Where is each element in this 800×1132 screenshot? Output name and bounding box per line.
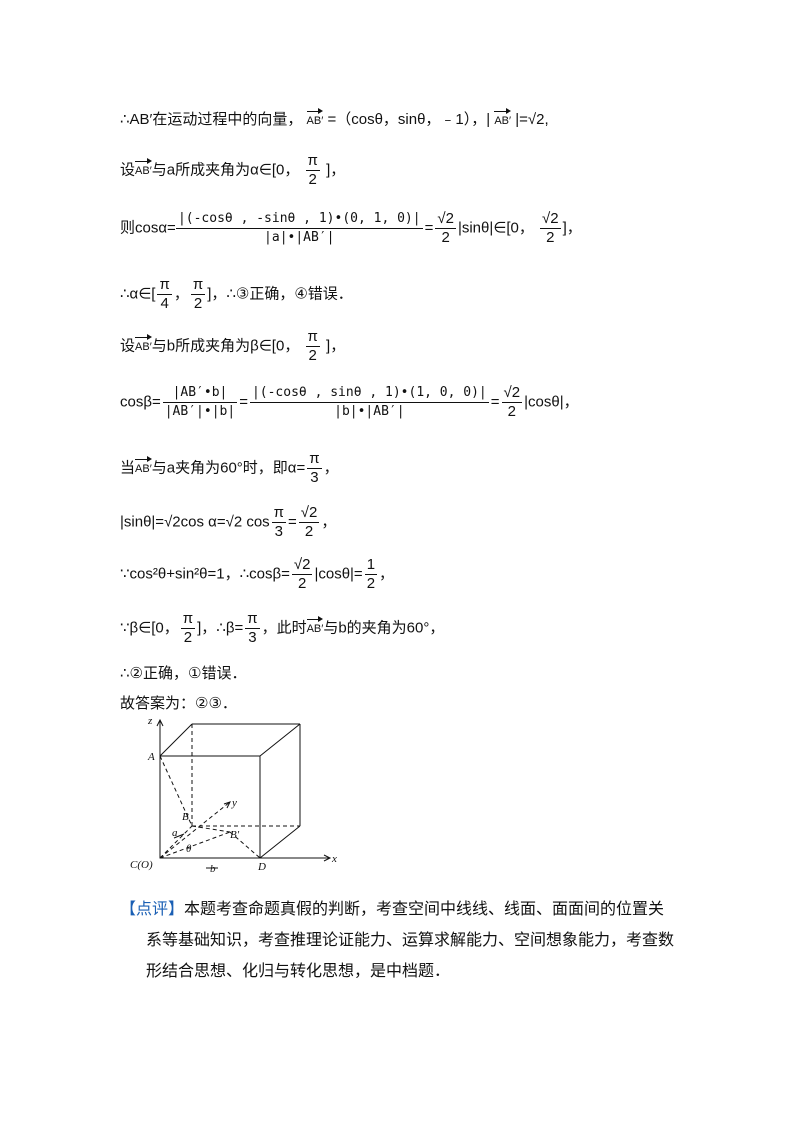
text: 与a夹角为60°时，即α= (151, 459, 306, 477)
fraction: |(-cosθ , sinθ , 1)•(1, 0, 0)||b|•|AB′| (249, 385, 489, 419)
label-vector-a: a (172, 827, 178, 839)
text: 与a所成夹角为α∈[0， (151, 161, 300, 179)
text: 设 (120, 161, 136, 179)
text: |sinθ|=√2cos α=√2 cos (120, 513, 270, 531)
solution-line-11: ∴②正确，①错误． (120, 665, 247, 682)
y-axis (159, 801, 231, 859)
label-b-prime: B′ (230, 829, 240, 841)
text: ]， (562, 219, 582, 237)
vector-ab: AB′ (494, 108, 511, 127)
text: = (490, 393, 500, 411)
review-text: 系等基础知识，考查推理论证能力、运算求解能力、空间想象能力，考查数 (146, 932, 675, 949)
text: 与b所成夹角为β∈[0， (151, 337, 300, 355)
label-z: z (147, 715, 153, 727)
text: 当 (120, 459, 136, 477)
text: ]，∴③正确，④错误． (207, 285, 353, 303)
text: ， (173, 285, 189, 303)
text: = (288, 513, 297, 531)
text: = (424, 219, 434, 237)
cube-front-face (159, 755, 261, 859)
review-section: 【点评】本题考查命题真假的判断，考查空间中线线、线面、面面间的位置关 系等基础知… (120, 894, 674, 987)
text: ]，∴β= (197, 619, 244, 637)
x-axis-arrow (323, 854, 332, 862)
label-vector-b: b (210, 863, 216, 872)
label-theta: θ (186, 843, 192, 855)
text: |=√2, (515, 111, 549, 128)
text: |cosθ|， (524, 393, 579, 411)
text: ，此时 (261, 619, 307, 637)
vector-ab: AB′ (306, 616, 323, 635)
text: ∵cos²θ+sin²θ=1，∴cosβ= (120, 565, 290, 583)
label-a-point: A (147, 751, 155, 763)
text: ， (321, 513, 337, 531)
z-axis-arrow (156, 718, 164, 727)
review-tag: 【点评】 (120, 901, 185, 918)
text: |cosθ|= (314, 565, 363, 583)
text: |sinθ|∈[0， (457, 219, 534, 237)
cube-figure: z A B B′ y a b θ C(O) D x (130, 715, 337, 872)
fraction: |(-cosθ , -sinθ , 1)•(0, 1, 0)||a|•|AB′| (175, 211, 423, 245)
vector-ab: AB′ (135, 158, 152, 177)
answer-line: 故答案为：②③． (120, 695, 237, 712)
solution-line-3: 则cosα= |(-cosθ , -sinθ , 1)•(0, 1, 0)||a… (120, 210, 582, 247)
text: = (239, 393, 248, 411)
vector-ab: AB′ (135, 456, 152, 475)
fraction: |AB′•b||AB′|•|b| (162, 385, 238, 419)
text: ∴α∈[ (120, 285, 156, 303)
solution-line-6: cosβ=|AB′•b||AB′|•|b|=|(-cosθ , sinθ , 1… (120, 384, 579, 421)
label-d-point: D (257, 861, 266, 872)
label-origin: C(O) (130, 859, 153, 871)
text: ]， (326, 337, 346, 355)
text: =（cosθ，sinθ，﹣1），| (327, 111, 491, 128)
text: ， (379, 565, 395, 583)
text: 设 (120, 337, 136, 355)
vector-ab: AB′ (306, 108, 323, 127)
review-text: 形结合思想、化归与转化思想，是中档题． (146, 963, 451, 980)
review-text: 本题考查命题真假的判断，考查空间中线线、线面、面面间的位置关 (184, 901, 665, 918)
label-x: x (331, 853, 337, 865)
label-b-point: B (182, 811, 189, 823)
vector-ab: AB′ (135, 334, 152, 353)
text: ∴AB′在运动过程中的向量， (120, 111, 303, 128)
text: ∵β∈[0， (120, 619, 179, 637)
text: ， (323, 459, 339, 477)
label-y: y (231, 797, 237, 809)
text: ]， (326, 161, 346, 179)
text: 则cosα= (120, 219, 176, 237)
solution-line-1: ∴AB′在运动过程中的向量， AB′ =（cosθ，sinθ，﹣1），| AB′… (120, 108, 549, 129)
text: 与b的夹角为60°， (323, 619, 445, 637)
text: cosβ= (120, 393, 161, 411)
